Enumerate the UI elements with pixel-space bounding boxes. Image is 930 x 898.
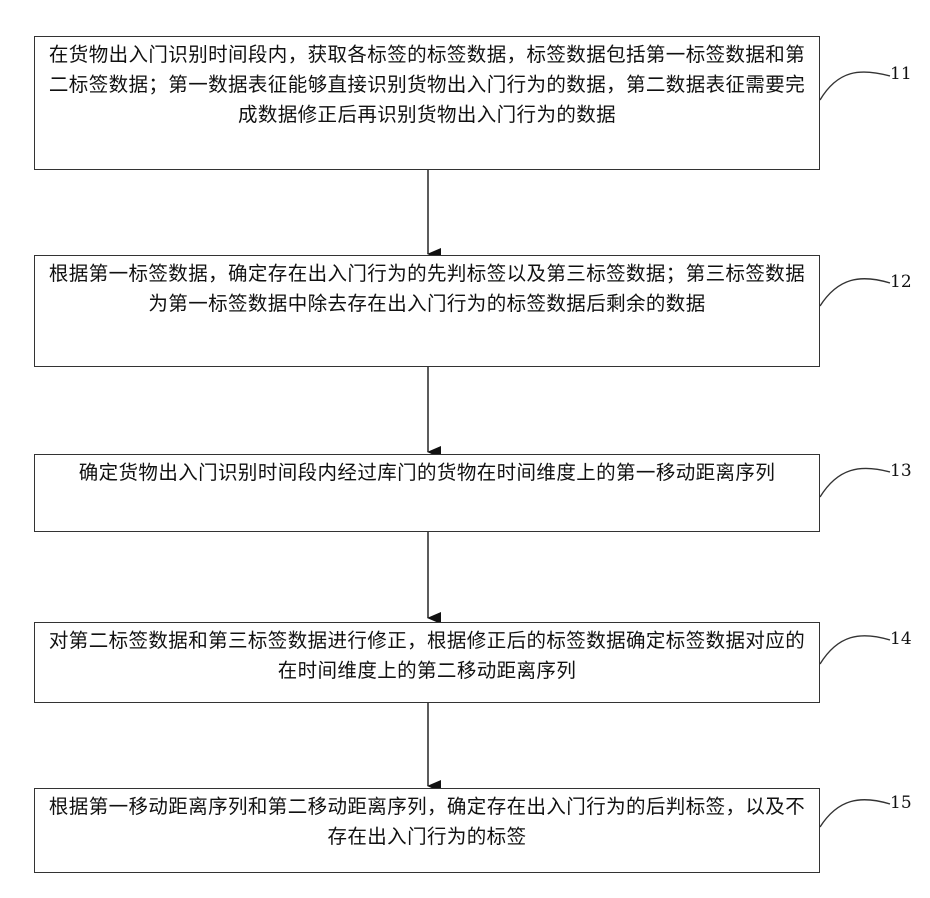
step-text-14: 对第二标签数据和第三标签数据进行修正，根据修正后的标签数据确定标签数据对应的在时… xyxy=(41,626,813,686)
step-text-15: 根据第一移动距离序列和第二移动距离序列，确定存在出入门行为的后判标签，以及不存在… xyxy=(41,792,813,852)
step-box-15: 根据第一移动距离序列和第二移动距离序列，确定存在出入门行为的后判标签，以及不存在… xyxy=(34,788,820,873)
step-label-12: 12 xyxy=(890,272,912,292)
leader-curve-step-5 xyxy=(820,800,890,827)
step-text-11: 在货物出入门识别时间段内，获取各标签的标签数据，标签数据包括第一标签数据和第二标… xyxy=(41,40,813,130)
step-label-14: 14 xyxy=(890,629,912,649)
leader-curve-step-1 xyxy=(820,72,890,100)
step-box-14: 对第二标签数据和第三标签数据进行修正，根据修正后的标签数据确定标签数据对应的在时… xyxy=(34,622,820,703)
step-box-11: 在货物出入门识别时间段内，获取各标签的标签数据，标签数据包括第一标签数据和第二标… xyxy=(34,36,820,170)
step-text-13: 确定货物出入门识别时间段内经过库门的货物在时间维度上的第一移动距离序列 xyxy=(41,458,813,488)
step-box-13: 确定货物出入门识别时间段内经过库门的货物在时间维度上的第一移动距离序列 xyxy=(34,454,820,532)
step-box-12: 根据第一标签数据，确定存在出入门行为的先判标签以及第三标签数据；第三标签数据为第… xyxy=(34,255,820,367)
leader-curve-step-2 xyxy=(820,279,890,306)
step-label-11: 11 xyxy=(890,64,912,84)
step-text-12: 根据第一标签数据，确定存在出入门行为的先判标签以及第三标签数据；第三标签数据为第… xyxy=(41,259,813,319)
leader-curve-step-3 xyxy=(820,468,890,497)
step-label-13: 13 xyxy=(890,461,912,481)
step-label-15: 15 xyxy=(890,793,912,813)
leader-curve-step-4 xyxy=(820,636,890,664)
